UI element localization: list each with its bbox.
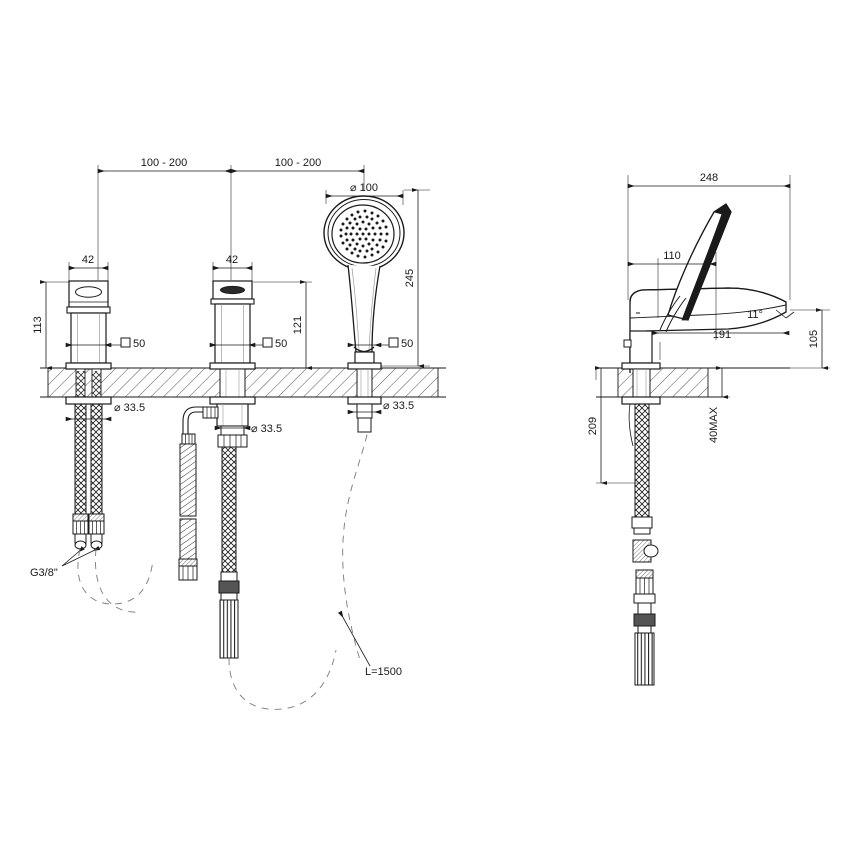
dim-hole-1-label: 50 <box>133 338 145 350</box>
thread-label: G3/8" <box>30 567 58 579</box>
hose-routing-dashed <box>77 395 373 710</box>
dim-spacing-right-label: 100 - 200 <box>275 157 321 169</box>
hose-end-fitting-left-b <box>88 513 105 550</box>
hose-length-label: L=1500 <box>365 666 402 678</box>
dim-shank-3-label: ⌀ 33.5 <box>383 400 414 412</box>
dim-handle-reach: 110 <box>627 250 717 267</box>
dim-spout-angle-label: 11° <box>747 309 763 321</box>
dim-hole-3-label: 50 <box>401 338 413 350</box>
dim-spout-reach: 191 <box>651 329 790 341</box>
dim-shower-height: 245 <box>404 188 425 368</box>
dim-shower-height-label: 245 <box>404 269 416 287</box>
dim-hole-3: 50 <box>347 337 413 350</box>
dim-spout-angle: 11° <box>747 309 795 321</box>
thread-callout-g38: G3/8" <box>30 545 101 579</box>
dim-below-counter-label: 209 <box>587 417 599 435</box>
dim-total-reach-label: 248 <box>700 172 718 184</box>
side-view-dimensions: 248 110 191 11° 105 <box>587 172 830 485</box>
hose-end-fitting-left-a <box>72 513 89 550</box>
hand-shower-assembly <box>323 195 405 433</box>
handle-valve-assembly <box>65 280 112 550</box>
side-supply-hose <box>628 403 659 686</box>
dim-handle-reach-label: 110 <box>663 250 681 262</box>
front-elevation-view: G3/8" <box>30 157 446 710</box>
dim-shank-1: ⌀ 33.5 <box>65 402 145 422</box>
dim-shank-1-label: ⌀ 33.5 <box>114 402 145 414</box>
dim-diverter-height: 121 <box>253 280 313 370</box>
hose-length-callout: L=1500 <box>337 610 402 678</box>
dim-shank-2-label: ⌀ 33.5 <box>251 423 282 435</box>
diverter-assembly <box>178 280 256 659</box>
dim-diverter-height-label: 121 <box>292 316 304 334</box>
dim-handle-width-label: 42 <box>82 254 94 266</box>
dim-total-reach: 248 <box>627 172 791 189</box>
front-view-dimensions: 100 - 200 100 - 200 ⌀ 100 42 <box>32 157 430 435</box>
dim-shower-diameter-label: ⌀ 100 <box>350 182 378 194</box>
dim-counter-thickness-label: 40MAX <box>708 406 720 443</box>
dim-spout-height: 105 <box>808 308 829 370</box>
dim-spacing-right: 100 - 200 <box>230 157 365 174</box>
dim-diverter-width: 42 <box>212 254 253 283</box>
dim-hole-2-label: 50 <box>275 338 287 350</box>
dim-below-counter: 209 <box>587 366 608 485</box>
dim-shank-2: ⌀ 33.5 <box>214 423 282 435</box>
dim-spacing-left-label: 100 - 200 <box>141 157 187 169</box>
dim-shank-3: ⌀ 33.5 <box>347 400 414 415</box>
dim-handle-width: 42 <box>68 254 109 283</box>
side-elevation-view: 248 110 191 11° 105 <box>587 172 830 686</box>
dim-handle-height: 113 <box>32 280 70 370</box>
dim-hole-2: 50 <box>209 337 287 350</box>
dim-spout-reach-label: 191 <box>713 329 731 341</box>
dim-spacing-left: 100 - 200 <box>97 157 232 174</box>
dim-hole-1: 50 <box>65 337 145 350</box>
dim-counter-thickness: 40MAX <box>708 366 729 443</box>
dim-diverter-width-label: 42 <box>226 254 238 266</box>
dim-shower-diameter: ⌀ 100 <box>325 182 404 199</box>
spray-holes <box>339 209 389 259</box>
dim-handle-height-label: 113 <box>32 316 44 334</box>
dim-spout-height-label: 105 <box>808 330 820 348</box>
